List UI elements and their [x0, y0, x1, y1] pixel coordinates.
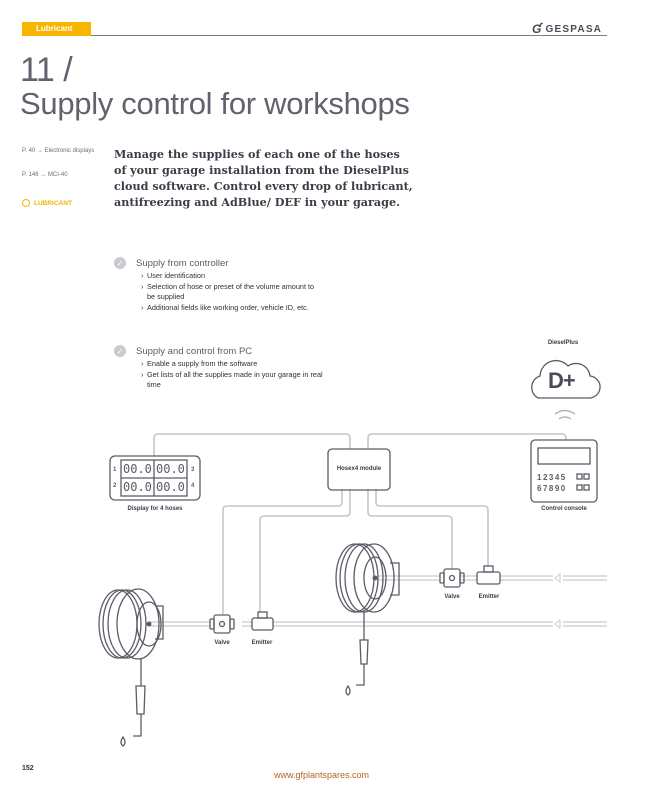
display-readings-right: 00.0 00.0	[156, 462, 185, 494]
feature-item: Additional fields like working order, ve…	[141, 303, 324, 314]
module-label: Hosex4 module	[336, 466, 382, 472]
page-title: Supply control for workshops	[20, 86, 410, 121]
hose-numbers-right: 3 4	[191, 467, 195, 489]
feature-item: Get lists of all the supplies made in yo…	[141, 370, 324, 391]
dieselplus-cloud-icon: D+	[548, 368, 576, 393]
feature-item: User identification	[141, 271, 324, 282]
console-label: Control console	[541, 506, 587, 512]
console-keypad: 12345 67890	[537, 473, 567, 493]
sidebar-ref-2[interactable]: P. 146 → MCI-40	[22, 172, 68, 178]
valve-label-1: Valve	[214, 640, 230, 646]
feature-controller: ✓Supply from controller User identificat…	[114, 257, 324, 313]
feature-pc: ✓Supply and control from PC Enable a sup…	[114, 345, 324, 391]
section-number: 11 /	[20, 51, 73, 89]
section-tag: Lubricant	[22, 22, 91, 36]
cloud-label: DieselPlus	[547, 340, 579, 346]
emitter-label-2: Emitter	[478, 594, 500, 600]
valve-label-2: Valve	[444, 594, 460, 600]
check-icon: ✓	[114, 345, 126, 357]
footer-url[interactable]: www.gfplantspares.com	[274, 770, 370, 780]
category-badge: LUBRICANT	[22, 199, 72, 207]
check-icon: ✓	[114, 257, 126, 269]
lead-paragraph: Manage the supplies of each one of the h…	[114, 147, 413, 209]
feature-item: Selection of hose or preset of the volum…	[141, 282, 324, 303]
display-label: Display for 4 hoses	[127, 506, 183, 512]
arrow-right-icon: →	[36, 148, 43, 154]
page-number: 152	[22, 765, 34, 772]
feature-item: Enable a supply from the software	[141, 359, 324, 370]
arrow-right-icon: →	[40, 172, 47, 178]
gespasa-logo-icon: Ɠ	[532, 22, 543, 36]
drop-circle-icon	[22, 199, 30, 207]
brand-name: GESPASA	[545, 23, 603, 35]
sidebar-ref-1[interactable]: P. 40 → Electronic displays	[22, 148, 95, 154]
header-rule	[91, 35, 607, 36]
brand-logo: Ɠ GESPASA	[532, 22, 602, 36]
display-readings-left: 00.0 00.0	[123, 462, 152, 494]
hose-numbers-left: 1 2	[113, 467, 117, 489]
emitter-label-1: Emitter	[251, 640, 273, 646]
